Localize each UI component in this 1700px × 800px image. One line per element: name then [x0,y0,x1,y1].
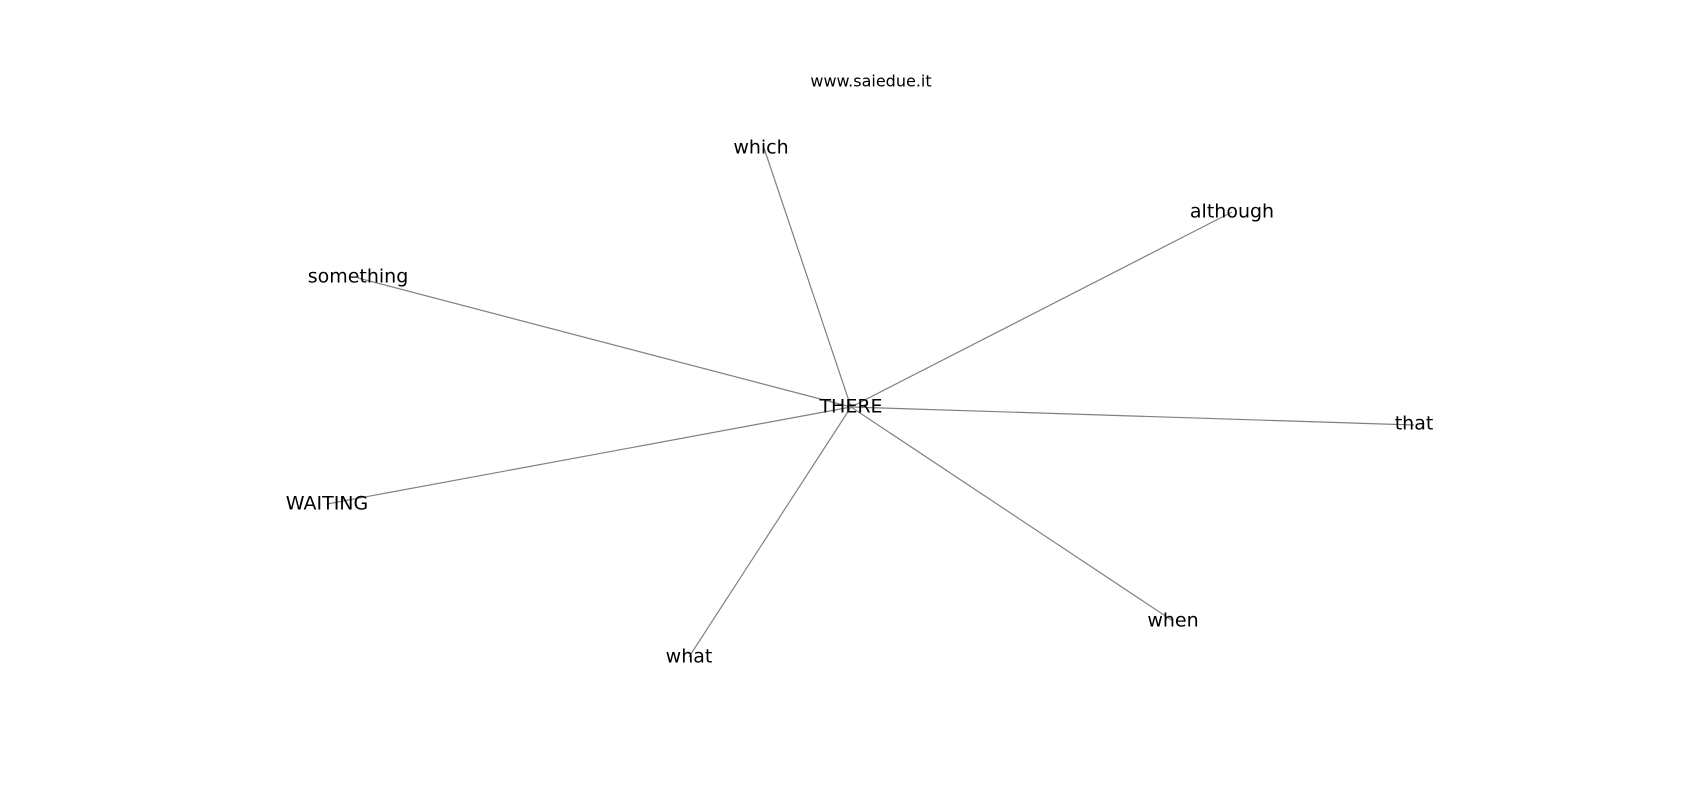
edges [326,147,1415,658]
node-that: that [1395,413,1434,435]
edge-what [688,406,852,658]
node-which: which [733,137,788,159]
edge-waiting [326,406,852,505]
node-what: what [666,646,713,668]
node-there: THERE [818,396,882,418]
nodes: THERE which although something that WAIT… [286,137,1434,668]
edge-although [850,211,1233,408]
edge-that [850,406,1415,426]
node-although: although [1190,201,1274,223]
site-watermark: www.saiedue.it [810,72,931,91]
node-when: when [1147,610,1198,632]
edge-which [763,147,852,408]
node-something: something [308,266,409,288]
edge-something [357,277,852,408]
edge-when [850,406,1174,622]
node-waiting: WAITING [286,493,369,515]
